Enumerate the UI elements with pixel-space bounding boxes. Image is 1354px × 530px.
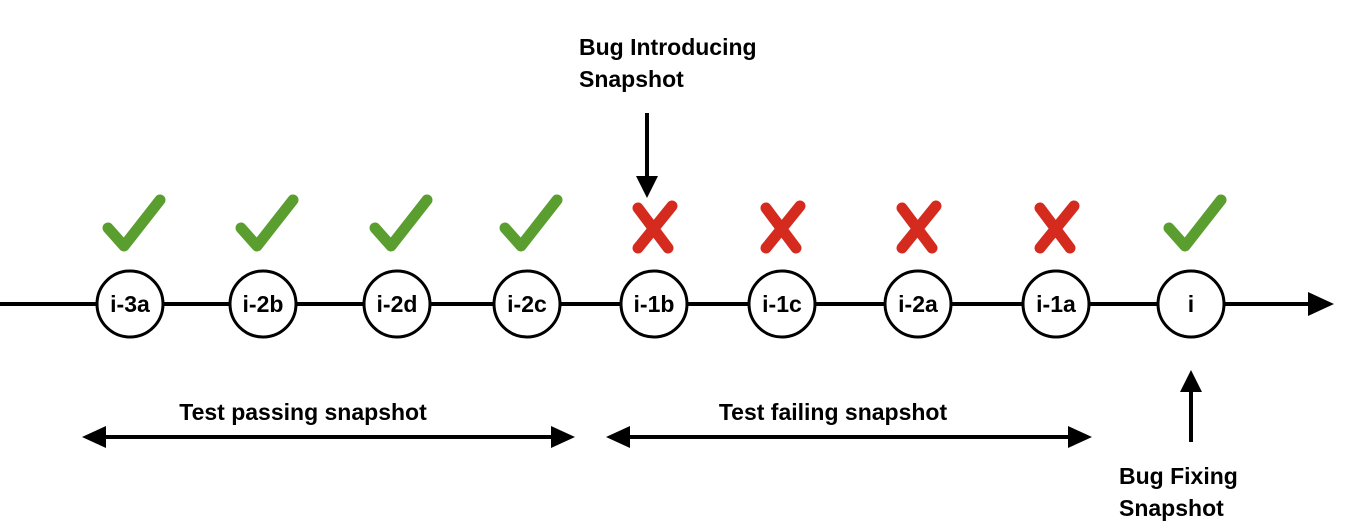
snapshot-node-circle: [883, 269, 953, 339]
bug-fixing-label-line2: Snapshot: [1119, 495, 1224, 521]
check-mark-icon: [499, 194, 563, 252]
passing-range-label: Test passing snapshot: [179, 399, 427, 425]
snapshot-node: i-2a: [883, 269, 953, 339]
snapshot-node-circle: [95, 269, 165, 339]
snapshot-node-circle: [619, 269, 689, 339]
bug-introducing-arrow-head: [636, 176, 658, 198]
check-mark-icon: [235, 194, 299, 252]
bug-introducing-label-line1: Bug Introducing: [579, 34, 757, 60]
snapshot-nodes: i-3a i-2b i-2d i-2c i-1b i-1c i-2a i-1a i: [95, 269, 1226, 339]
bug-fixing-arrow-head: [1180, 370, 1202, 392]
snapshot-node-label: i-2d: [377, 291, 418, 317]
cross-mark-stroke: [760, 200, 806, 254]
snapshot-node-circle: [228, 269, 298, 339]
snapshot-node: i-3a: [95, 269, 165, 339]
snapshot-node-circle: [1021, 269, 1091, 339]
snapshot-node-circle: [362, 269, 432, 339]
snapshot-node: i-1a: [1021, 269, 1091, 339]
failing-range-arrow-left-head: [606, 426, 630, 448]
snapshot-node: i-2c: [492, 269, 562, 339]
status-marks: [102, 194, 1227, 254]
bug-fixing-label-line1: Bug Fixing: [1119, 463, 1238, 489]
snapshot-node: i-1b: [619, 269, 689, 339]
cross-mark-stroke: [632, 200, 678, 254]
snapshot-node: i-1c: [747, 269, 817, 339]
passing-range-arrow-left-head: [82, 426, 106, 448]
cross-mark-icon: [632, 200, 678, 254]
check-mark-icon: [369, 194, 433, 252]
timeline-arrowhead: [1308, 292, 1334, 316]
cross-mark-icon: [1034, 200, 1080, 254]
snapshot-node-label: i: [1188, 291, 1194, 317]
snapshot-node: i: [1156, 269, 1226, 339]
snapshot-node-label: i-1c: [762, 291, 802, 317]
cross-mark-icon: [896, 200, 942, 254]
snapshot-node: i-2d: [362, 269, 432, 339]
snapshot-node-label: i-2b: [243, 291, 284, 317]
passing-range-arrow-right-head: [551, 426, 575, 448]
failing-range-label: Test failing snapshot: [719, 399, 948, 425]
snapshot-node-label: i-1a: [1036, 291, 1076, 317]
check-mark-icon: [1163, 194, 1227, 252]
snapshot-node-circle: [492, 269, 562, 339]
snapshot-node-label: i-3a: [110, 291, 150, 317]
bug-fixing-annotation: Bug Fixing Snapshot: [1119, 370, 1238, 521]
snapshot-node-circle: [1156, 269, 1226, 339]
cross-mark-icon: [760, 200, 806, 254]
cross-mark-stroke: [1034, 200, 1080, 254]
failing-range: Test failing snapshot: [606, 399, 1092, 448]
bug-introducing-annotation: Bug Introducing Snapshot: [579, 34, 757, 198]
check-mark-icon: [102, 194, 166, 252]
snapshot-node: i-2b: [228, 269, 298, 339]
snapshot-node-label: i-2c: [507, 291, 547, 317]
snapshot-node-label: i-1b: [634, 291, 675, 317]
snapshot-node-label: i-2a: [898, 291, 938, 317]
passing-range: Test passing snapshot: [82, 399, 575, 448]
cross-mark-stroke: [896, 200, 942, 254]
bug-introducing-label-line2: Snapshot: [579, 66, 684, 92]
failing-range-arrow-right-head: [1068, 426, 1092, 448]
snapshot-node-circle: [747, 269, 817, 339]
